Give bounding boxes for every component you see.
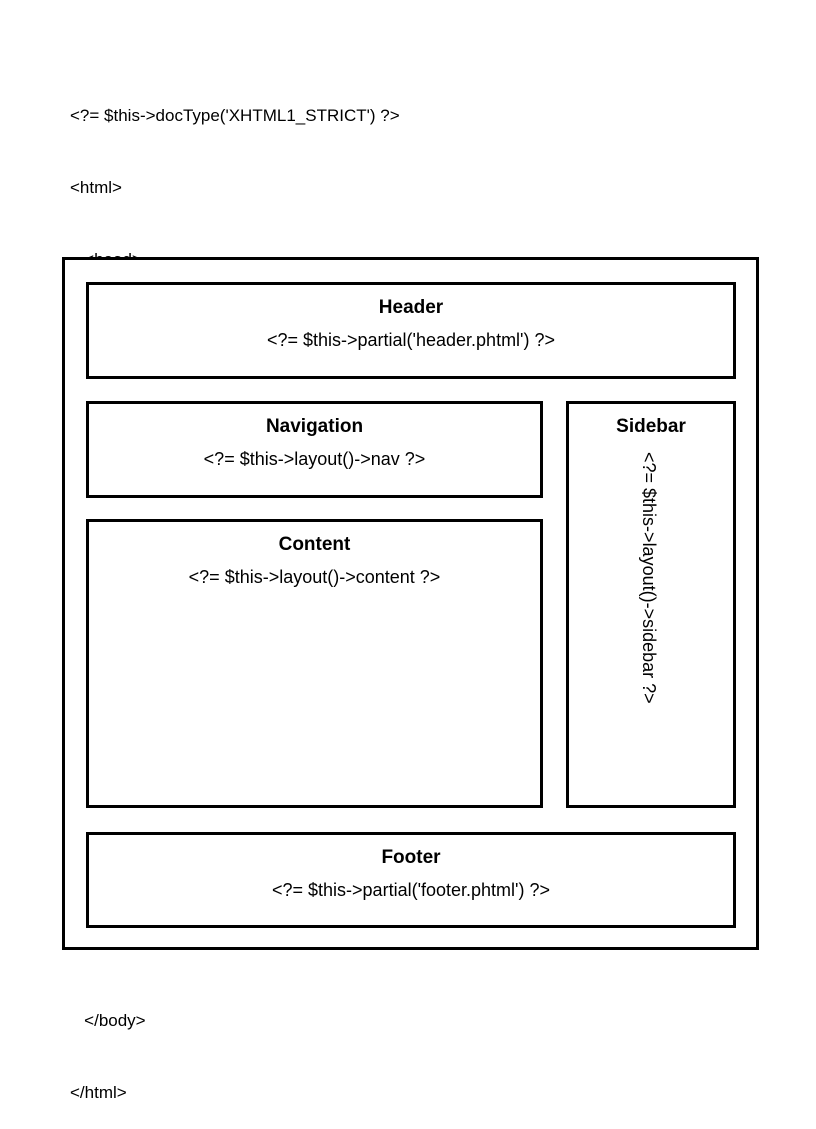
footer-region-title: Footer (381, 847, 441, 868)
header-region-code: <?= $this->partial('header.phtml') ?> (266, 330, 556, 350)
footer-region-box: Footer <?= $this->partial('footer.phtml'… (86, 832, 736, 928)
sidebar-region-code: <?= $this->layout()->sidebar ?> (639, 452, 659, 704)
layout-diagram-container: Header <?= $this->partial('header.phtml'… (62, 257, 759, 950)
code-line-html-open: <html> (70, 178, 122, 197)
sidebar-region-title: Sidebar (616, 416, 686, 437)
code-line-html-close: </html> (70, 1083, 127, 1102)
code-line-body-close: </body> (70, 1011, 146, 1030)
navigation-region-box: Navigation <?= $this->layout()->nav ?> (86, 401, 543, 498)
code-line-doctype: <?= $this->docType('XHTML1_STRICT') ?> (70, 106, 400, 125)
header-region-title: Header (378, 297, 444, 318)
navigation-region-title: Navigation (265, 416, 364, 437)
header-region-box: Header <?= $this->partial('header.phtml'… (86, 282, 736, 379)
content-region-code: <?= $this->layout()->content ?> (188, 567, 441, 587)
footer-region-code: <?= $this->partial('footer.phtml') ?> (271, 880, 551, 900)
navigation-region-code: <?= $this->layout()->nav ?> (203, 449, 426, 469)
sidebar-vertical-code-wrapper: <?= $this->layout()->sidebar ?> (569, 452, 733, 802)
content-region-title: Content (278, 534, 351, 555)
sidebar-region-box: Sidebar <?= $this->layout()->sidebar ?> (566, 401, 736, 808)
bottom-source-code-block: </body> </html> (70, 961, 146, 1129)
content-region-box: Content <?= $this->layout()->content ?> (86, 519, 543, 808)
